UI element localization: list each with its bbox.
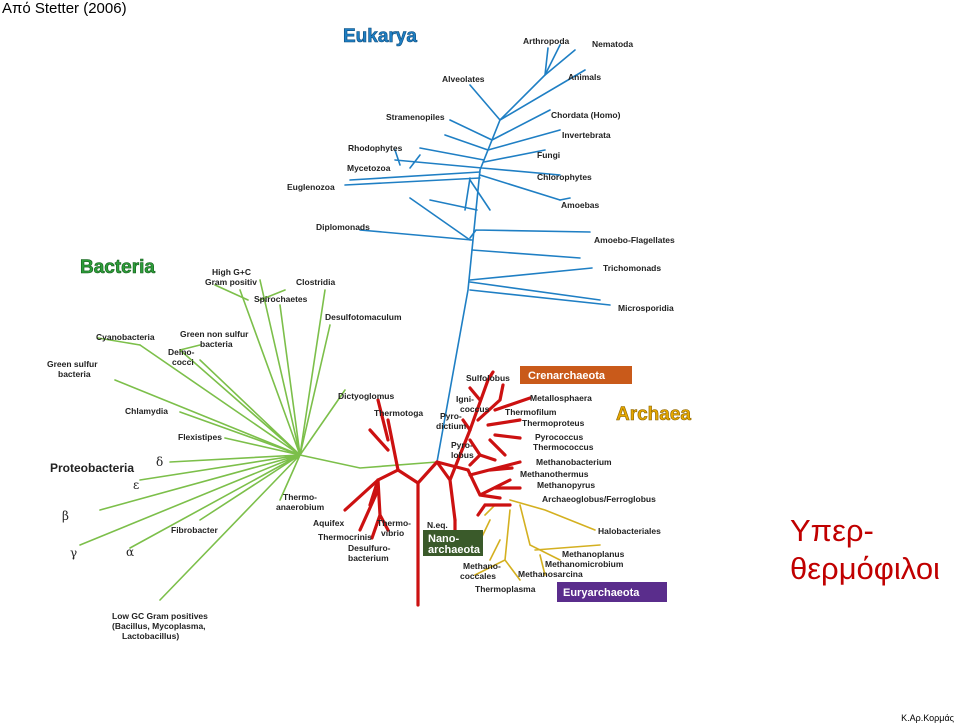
archaea-branches — [474, 499, 601, 581]
taxon-label: Methanomicrobium — [545, 559, 624, 569]
taxon-label: Stramenopiles — [386, 112, 445, 122]
taxon-label: coccus — [460, 404, 490, 414]
taxon-label: Pyrococcus — [535, 432, 583, 442]
taxon-label: Green sulfur — [47, 359, 98, 369]
taxon-label: Methanopyrus — [537, 480, 595, 490]
slide-footer-author: Κ.Αρ.Κορμάς — [901, 713, 954, 723]
taxon-label: Alveolates — [442, 74, 485, 84]
hyperthermophiles-line-2: θερμόφιλοι — [790, 551, 940, 586]
taxon-label: Clostridia — [296, 277, 335, 287]
taxon-label: Thermofilum — [505, 407, 557, 417]
taxon-label: Fibrobacter — [171, 525, 218, 535]
hyperthermophiles-line-1: Υπερ- — [790, 513, 874, 548]
taxon-label: Thermoproteus — [522, 418, 585, 428]
taxon-label: N.eq. — [427, 520, 448, 530]
taxon-label: Methanoplanus — [562, 549, 625, 559]
taxon-label: Flexistipes — [178, 432, 222, 442]
taxon-label: α — [126, 545, 134, 559]
hyperthermophile-branches — [343, 370, 532, 607]
euryarchaeota-box — [557, 582, 667, 602]
taxon-label: Fungi — [537, 150, 560, 160]
taxon-label: Thermotoga — [374, 408, 423, 418]
taxon-label: Chlorophytes — [537, 172, 592, 182]
taxon-label: Microsporidia — [618, 303, 674, 313]
domain-bacteria-label: Bacteria — [80, 257, 155, 278]
taxon-label: Igni- — [456, 394, 474, 404]
proteobacteria-label: Proteobacteria — [50, 461, 134, 475]
taxon-label: Trichomonads — [603, 263, 661, 273]
taxon-label: β — [62, 509, 69, 523]
taxon-label: Thermo- — [377, 518, 411, 528]
taxon-label: bacteria — [58, 369, 91, 379]
taxon-label: Thermococcus — [533, 442, 594, 452]
hyperthermophiles-caption: Υπερ- θερμόφιλοι — [790, 512, 940, 588]
taxon-label: Desulfotomaculum — [325, 312, 402, 322]
source-citation: Από Stetter (2006) — [2, 0, 127, 17]
taxon-label: Halobacteriales — [598, 526, 661, 536]
taxon-label: Dictyoglomus — [338, 391, 394, 401]
taxon-label: cocci — [172, 357, 194, 367]
eukarya-branches — [344, 44, 611, 463]
archaea-taxa: Sulfolobus Igni- coccus Metallosphaera P… — [427, 373, 661, 594]
taxon-label: Invertebrata — [562, 130, 611, 140]
taxon-label: Nematoda — [592, 39, 633, 49]
taxon-label: Archaeoglobus/Ferroglobus — [542, 494, 656, 504]
taxon-label: Thermoplasma — [475, 584, 536, 594]
nanoarchaeota-box — [423, 530, 483, 556]
taxon-label: Low GC Gram positives — [112, 611, 208, 621]
bacteria-taxa: High G+C Gram positiv Clostridia Spiroch… — [47, 267, 423, 641]
domain-archaea-label: Archaea — [616, 404, 691, 425]
taxon-label: Methanosarcina — [518, 569, 583, 579]
taxon-label: vibrio — [381, 528, 404, 538]
euryarchaeota-label: Euryarchaeota — [563, 587, 640, 599]
taxon-label: Animals — [568, 72, 601, 82]
bacteria-branches — [79, 279, 438, 601]
taxon-label: Gram positiv — [205, 277, 257, 287]
taxon-label: High G+C — [212, 267, 251, 277]
taxon-label: Amoebo-Flagellates — [594, 235, 675, 245]
taxon-label: Lactobacillus) — [122, 631, 179, 641]
eukarya-taxa: Arthropoda Nematoda Alveolates Animals S… — [287, 36, 675, 313]
taxon-label: dictium — [436, 421, 467, 431]
taxon-label: Thermocrinis — [318, 532, 372, 542]
taxon-label: Metallosphaera — [530, 393, 592, 403]
taxon-label: Desulfuro- — [348, 543, 391, 553]
taxon-label: Methano- — [463, 561, 501, 571]
taxon-label: Pyro- — [451, 440, 473, 450]
taxon-label: δ — [156, 455, 163, 469]
nanoarchaeota-label-1: Nano- — [428, 533, 460, 545]
taxon-label: Amoebas — [561, 200, 600, 210]
taxon-label: Mycetozoa — [347, 163, 391, 173]
taxon-label: Chordata (Homo) — [551, 110, 621, 120]
taxon-label: Chlamydia — [125, 406, 168, 416]
taxon-label: Rhodophytes — [348, 143, 403, 153]
taxon-label: lobus — [451, 450, 474, 460]
taxon-label: Aquifex — [313, 518, 344, 528]
taxon-label: anaerobium — [276, 502, 325, 512]
taxon-label: Sulfolobus — [466, 373, 510, 383]
taxon-label: Deino- — [168, 347, 195, 357]
taxon-label: bacterium — [348, 553, 389, 563]
taxon-label: ε — [133, 478, 139, 492]
taxon-label: Arthropoda — [523, 36, 570, 46]
taxon-label: Cyanobacteria — [96, 332, 155, 342]
taxon-label: Spirochaetes — [254, 294, 308, 304]
taxon-label: (Bacillus, Mycoplasma, — [112, 621, 206, 631]
nanoarchaeota-label-2: archaeota — [428, 544, 481, 556]
crenarchaeota-box — [520, 366, 632, 384]
taxon-label: Green non sulfur — [180, 329, 249, 339]
taxon-label: γ — [70, 546, 77, 560]
taxon-label: Methanothermus — [520, 469, 589, 479]
taxon-label: coccales — [460, 571, 496, 581]
crenarchaeota-label: Crenarchaeota — [528, 370, 606, 382]
taxon-label: Thermo- — [283, 492, 317, 502]
taxon-label: Euglenozoa — [287, 182, 335, 192]
taxon-label: Methanobacterium — [536, 457, 612, 467]
taxon-label: Diplomonads — [316, 222, 370, 232]
domain-eukarya-label: Eukarya — [343, 26, 417, 47]
taxon-label: Pyro- — [440, 411, 462, 421]
taxon-label: bacteria — [200, 339, 233, 349]
